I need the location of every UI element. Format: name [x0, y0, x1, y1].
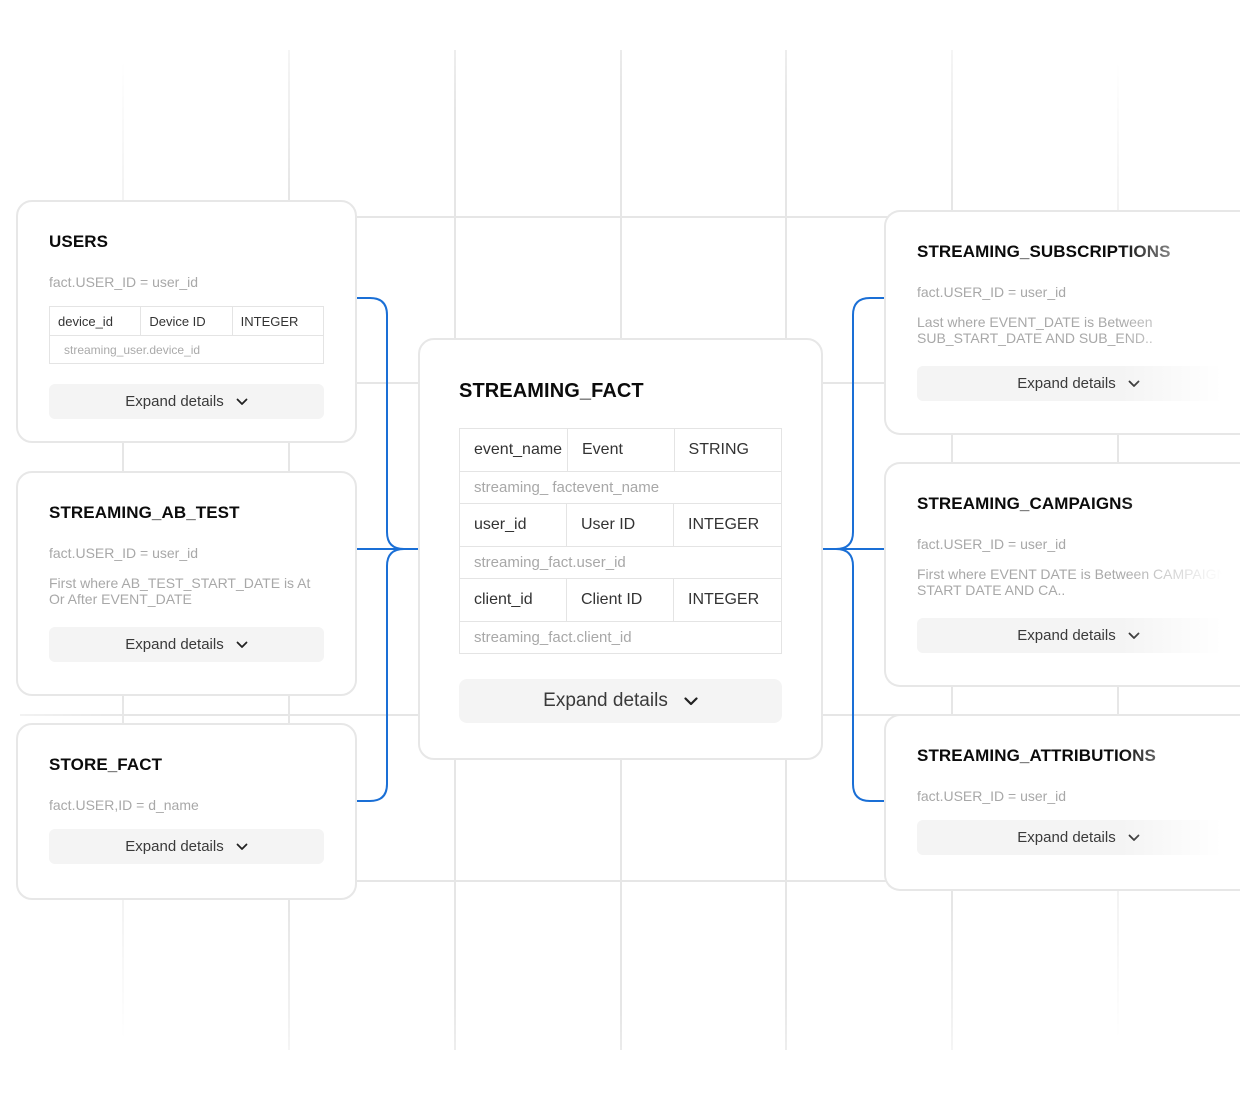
table-row: device_id Device ID INTEGER: [50, 307, 323, 336]
expand-details-button[interactable]: Expand details: [459, 679, 782, 723]
field-label: User ID: [567, 504, 674, 546]
expand-label: Expand details: [125, 838, 224, 855]
join-note: Last where EVENT_DATE is Between SUB_STA…: [917, 314, 1153, 346]
expand-label: Expand details: [1017, 829, 1116, 846]
field-type: STRING: [688, 441, 749, 458]
join-condition: fact.USER_ID = user_id: [917, 788, 1067, 804]
join-condition: fact.USER_ID = user_id: [917, 284, 1067, 300]
expand-label: Expand details: [1017, 627, 1116, 644]
field-source: streaming_user.device_id: [64, 342, 201, 357]
expand-details-button[interactable]: Expand details: [49, 384, 324, 419]
card-title: STREAMING_ATTRIBUTIONS: [917, 746, 1156, 765]
card-title: USERS: [49, 232, 109, 251]
chevron-down-icon: [236, 398, 248, 406]
expand-details-button[interactable]: Expand details: [917, 618, 1240, 653]
expand-label: Expand details: [1017, 375, 1116, 392]
card-title: STREAMING_SUBSCRIPTIONS: [917, 242, 1171, 261]
card-title: STREAMING_AB_TEST: [49, 503, 240, 522]
expand-label: Expand details: [125, 393, 224, 410]
card-title: STORE_FACT: [49, 755, 163, 774]
expand-label: Expand details: [543, 690, 668, 711]
field-type: INTEGER: [240, 313, 299, 329]
table-row: user_id User ID INTEGER: [460, 504, 781, 547]
table-card-store-fact[interactable]: STORE_FACT fact.USER,ID = d_name Expand …: [16, 723, 357, 900]
expand-details-button[interactable]: Expand details: [49, 829, 324, 864]
field-name: user_id: [460, 504, 567, 546]
join-condition: fact.USER_ID = user_id: [49, 545, 199, 561]
card-title: STREAMING_CAMPAIGNS: [917, 494, 1133, 513]
chevron-down-icon: [1128, 632, 1140, 640]
table-card-streaming-attributions[interactable]: STREAMING_ATTRIBUTIONS fact.USER_ID = us…: [884, 714, 1240, 891]
field-label: Client ID: [567, 579, 674, 621]
field-table: device_id Device ID INTEGER streaming_us…: [49, 306, 324, 364]
field-source: streaming_fact.user_id: [460, 547, 781, 579]
expand-details-button[interactable]: Expand details: [49, 627, 324, 662]
table-card-users[interactable]: USERS fact.USER_ID = user_id device_id D…: [16, 200, 357, 443]
field-table: event_name Event STRING streaming_ facte…: [459, 428, 782, 654]
chevron-down-icon: [236, 641, 248, 649]
chevron-down-icon: [236, 843, 248, 851]
chevron-down-icon: [1128, 834, 1140, 842]
join-note: First where AB_TEST_START_DATE is At Or …: [49, 575, 311, 607]
field-label: Device ID: [141, 307, 233, 335]
field-name: client_id: [460, 579, 567, 621]
join-note: First where EVENT DATE is Between CAMPAI…: [917, 566, 1227, 598]
table-card-streaming-fact[interactable]: STREAMING_FACT event_name Event STRING s…: [418, 338, 823, 760]
join-condition: fact.USER_ID = user_id: [49, 274, 199, 290]
card-title: STREAMING_FACT: [459, 380, 644, 402]
join-condition: fact.USER,ID = d_name: [49, 797, 199, 813]
field-source: streaming_fact.client_id: [474, 629, 632, 646]
field-label: Event: [568, 429, 675, 471]
expand-details-button[interactable]: Expand details: [917, 820, 1240, 855]
table-card-streaming-ab-test[interactable]: STREAMING_AB_TEST fact.USER_ID = user_id…: [16, 471, 357, 696]
field-source: streaming_ factevent_name: [460, 472, 781, 504]
table-card-streaming-campaigns[interactable]: STREAMING_CAMPAIGNS fact.USER_ID = user_…: [884, 462, 1240, 687]
field-type: INTEGER: [688, 516, 760, 533]
field-name: device_id: [50, 307, 142, 335]
chevron-down-icon: [1128, 380, 1140, 388]
table-row: event_name Event STRING: [460, 429, 781, 472]
join-condition: fact.USER_ID = user_id: [917, 536, 1067, 552]
expand-label: Expand details: [125, 636, 224, 653]
field-type: INTEGER: [688, 591, 760, 608]
table-row: client_id Client ID INTEGER: [460, 579, 781, 622]
expand-details-button[interactable]: Expand details: [917, 366, 1240, 401]
table-card-streaming-subscriptions[interactable]: STREAMING_SUBSCRIPTIONS fact.USER_ID = u…: [884, 210, 1240, 435]
field-name: event_name: [460, 429, 568, 471]
chevron-down-icon: [684, 696, 698, 706]
